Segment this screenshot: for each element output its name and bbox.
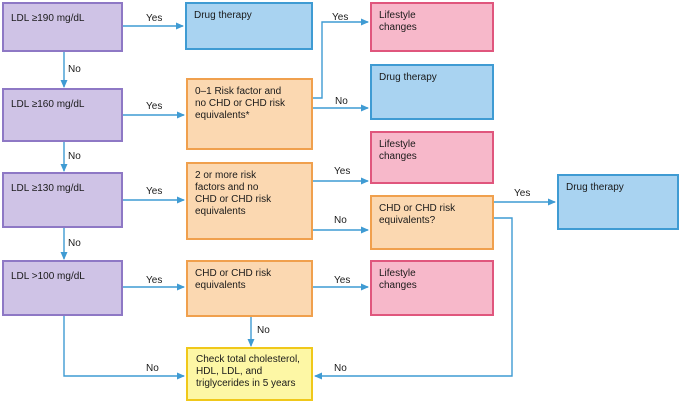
node-risk-2-plus: 2 or more risk factors and no CHD or CHD…: [186, 162, 313, 240]
label-ldl190-yes: Yes: [146, 13, 163, 24]
label-chd-yes: Yes: [334, 275, 351, 286]
label-chdq-no: No: [334, 363, 347, 374]
node-chd: CHD or CHD risk equivalents: [186, 260, 313, 317]
label-ldl130-no: No: [68, 238, 81, 249]
label-ldl160-no: No: [68, 151, 81, 162]
label-chd-no: No: [257, 325, 270, 336]
node-ldl-130: LDL ≥130 mg/dL: [2, 172, 123, 228]
node-lifestyle-1: Lifestyle changes: [370, 2, 494, 52]
label-risk2-no: No: [334, 215, 347, 226]
node-ldl-190: LDL ≥190 mg/dL: [2, 2, 123, 52]
node-lifestyle-3: Lifestyle changes: [370, 260, 494, 316]
node-ldl-160: LDL ≥160 mg/dL: [2, 88, 123, 142]
arrow-ldl100-no: [63, 316, 185, 380]
node-risk-0-1: 0–1 Risk factor and no CHD or CHD risk e…: [186, 78, 313, 150]
label-ldl160-yes: Yes: [146, 101, 163, 112]
node-check-cholesterol: Check total cholesterol, HDL, LDL, and t…: [186, 347, 313, 401]
label-ldl100-yes: Yes: [146, 275, 163, 286]
arrow-risk01-yes: [313, 18, 369, 99]
node-drug-therapy-1: Drug therapy: [185, 2, 313, 50]
node-lifestyle-2: Lifestyle changes: [370, 131, 494, 184]
label-ldl190-no: No: [68, 64, 81, 75]
node-ldl-100: LDL >100 mg/dL: [2, 260, 123, 316]
arrow-chdq-no: [314, 217, 513, 380]
label-risk2-yes: Yes: [334, 166, 351, 177]
label-ldl130-yes: Yes: [146, 186, 163, 197]
label-chdq-yes: Yes: [514, 188, 531, 199]
node-drug-therapy-2: Drug therapy: [370, 64, 494, 120]
label-risk01-no: No: [335, 96, 348, 107]
label-risk01-yes: Yes: [332, 12, 349, 23]
node-drug-therapy-3: Drug therapy: [557, 174, 679, 230]
label-ldl100-no: No: [146, 363, 159, 374]
node-chd-question: CHD or CHD risk equivalents?: [370, 195, 494, 250]
